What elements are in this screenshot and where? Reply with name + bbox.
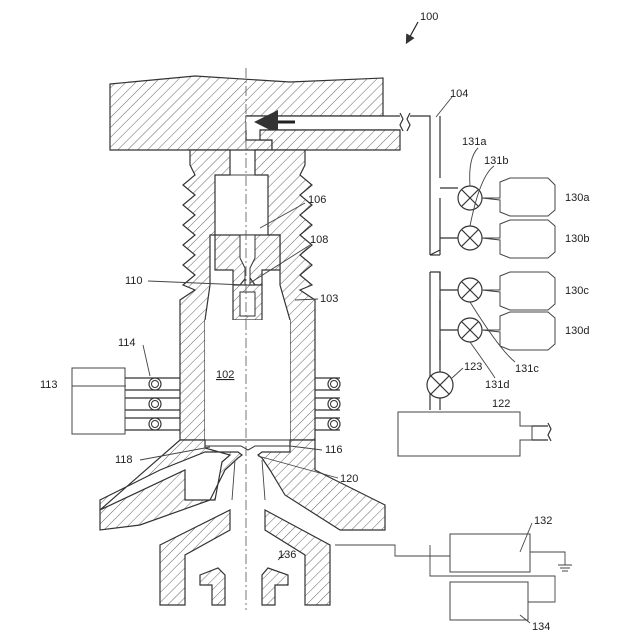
valve-131b — [458, 226, 482, 250]
bottle-130a — [482, 178, 555, 216]
label-122: 122 — [492, 398, 510, 410]
valve-131d — [458, 318, 482, 342]
label-130d: 130d — [565, 325, 589, 337]
valve-123 — [427, 372, 453, 398]
bottle-130b — [482, 220, 555, 258]
label-132: 132 — [534, 515, 552, 527]
label-113: 113 — [40, 379, 58, 391]
ref-arrow-100 — [407, 22, 418, 42]
box-113 — [72, 368, 125, 434]
label-104: 104 — [450, 88, 468, 100]
gas-line-104 — [410, 116, 440, 255]
valve-131a — [458, 186, 482, 210]
bottle-130c — [482, 272, 555, 310]
label-103: 103 — [320, 293, 338, 305]
left-coils — [125, 378, 180, 430]
bottle-130d — [482, 312, 555, 350]
label-108: 108 — [310, 234, 328, 246]
label-106: 106 — [308, 194, 326, 206]
label-131a: 131a — [462, 136, 487, 148]
elbow-left — [200, 568, 225, 605]
label-130b: 130b — [565, 233, 589, 245]
elbow-right — [262, 568, 288, 605]
label-100: 100 — [420, 11, 438, 23]
valve-131c — [458, 278, 482, 302]
right-coils — [315, 378, 340, 430]
box-122 — [398, 412, 532, 456]
aperture-plate — [205, 440, 290, 450]
label-134: 134 — [532, 621, 550, 633]
label-118: 118 — [115, 454, 133, 466]
box-134 — [450, 582, 528, 620]
label-136: 136 — [278, 549, 296, 561]
label-131b: 131b — [484, 155, 508, 167]
label-114: 114 — [118, 337, 136, 349]
label-131d: 131d — [485, 379, 509, 391]
label-130c: 130c — [565, 285, 589, 297]
label-120: 120 — [340, 473, 358, 485]
label-116: 116 — [325, 444, 343, 456]
label-131c: 131c — [515, 363, 539, 375]
box-132 — [450, 534, 530, 572]
label-123: 123 — [464, 361, 482, 373]
label-102: 102 — [216, 369, 234, 381]
label-110: 110 — [125, 275, 143, 287]
label-130a: 130a — [565, 192, 590, 204]
